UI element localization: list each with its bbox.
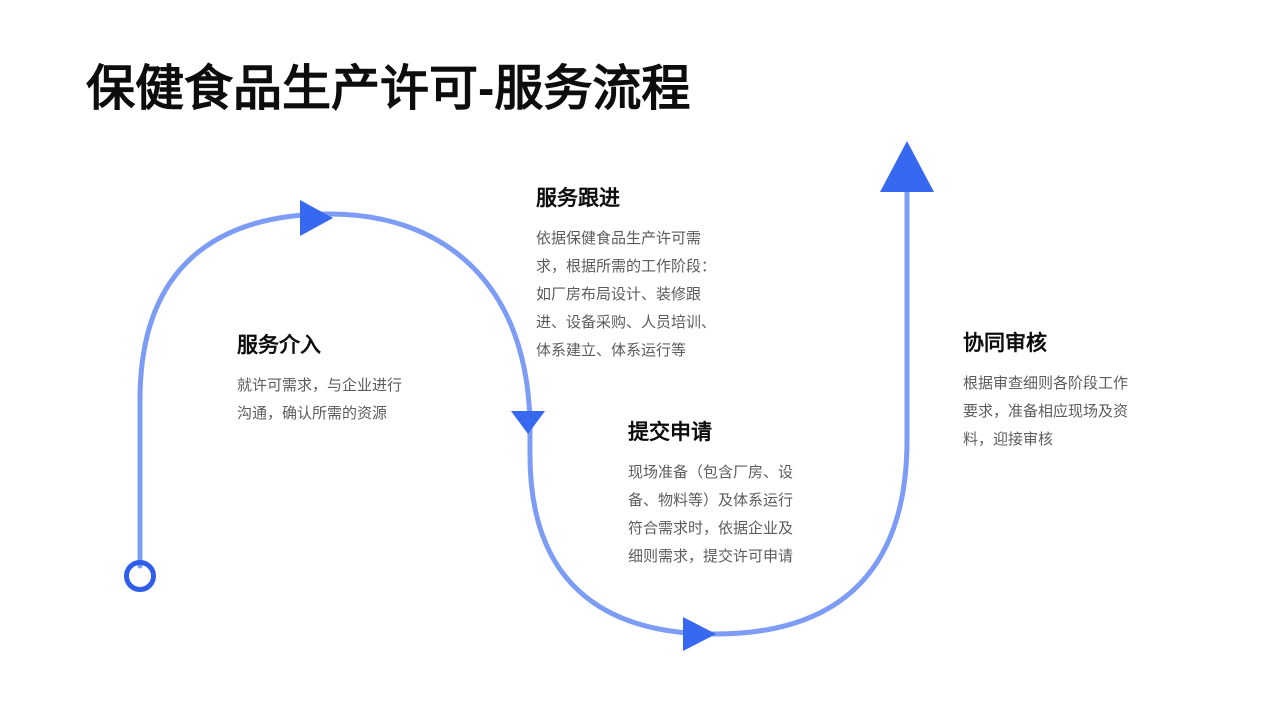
start-circle-icon (124, 560, 156, 592)
step-collaborative-review[interactable]: 协同审核 根据审查细则各阶段工作 要求，准备相应现场及资 料，迎接审核 (963, 330, 1175, 454)
arrow-down-mid-icon (511, 411, 545, 434)
step-service-intervention[interactable]: 服务介入 就许可需求，与企业进行 沟通，确认所需的资源 (237, 332, 447, 428)
step-title: 协同审核 (963, 332, 1047, 355)
page-title: 保健食品生产许可-服务流程 (86, 62, 691, 116)
arrow-right-bottom-icon (683, 617, 716, 651)
step-body: 就许可需求，与企业进行 沟通，确认所需的资源 (237, 378, 403, 422)
step-title: 服务介入 (237, 334, 321, 357)
step-service-followup[interactable]: 服务跟进 依据保健食品生产许可需 求，根据所需的工作阶段： 如厂房布局设计、装修… (536, 185, 736, 365)
step-body: 根据审查细则各阶段工作 要求，准备相应现场及资 料，迎接审核 (963, 376, 1129, 448)
step-title: 服务跟进 (536, 187, 620, 210)
arrow-right-top-icon (300, 200, 333, 236)
step-body: 现场准备（包含厂房、设 备、物料等）及体系运行 符合需求时，依据企业及 细则需求… (628, 465, 794, 565)
step-body: 依据保健食品生产许可需 求，根据所需的工作阶段： 如厂房布局设计、装修跟 进、设… (536, 231, 717, 359)
step-title: 提交申请 (628, 421, 712, 444)
step-submit-application[interactable]: 提交申请 现场准备（包含厂房、设 备、物料等）及体系运行 符合需求时，依据企业及… (628, 419, 828, 571)
arrow-up-right-icon (880, 141, 934, 192)
